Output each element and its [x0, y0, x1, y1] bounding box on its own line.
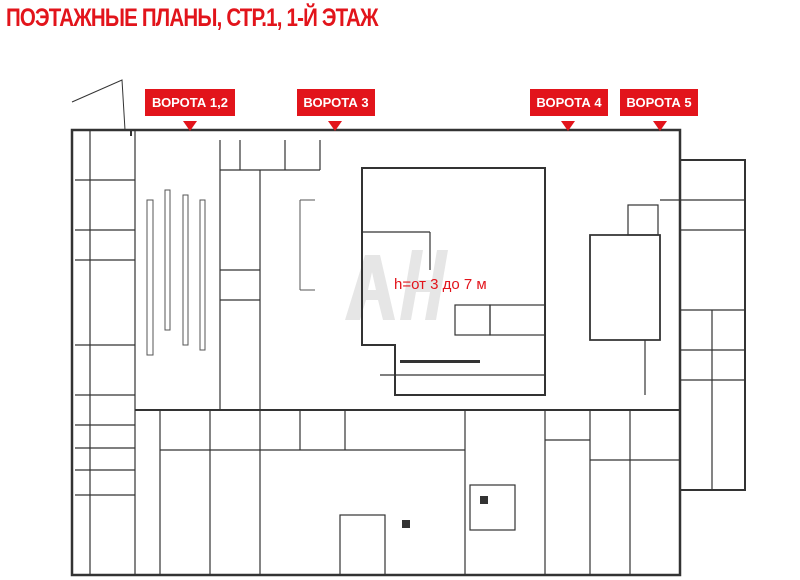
- page-title: ПОЭТАЖНЫЕ ПЛАНЫ, СТР.1, 1-Й ЭТАЖ: [6, 4, 379, 32]
- gate-1-2-label: ВОРОТА 1,2: [145, 89, 235, 116]
- gate-1-2-arrow-icon: [183, 121, 197, 131]
- watermark-logo: [345, 250, 448, 320]
- gate-3-arrow-icon: [328, 121, 342, 131]
- ceiling-height-note: h=от 3 до 7 м: [394, 276, 487, 293]
- gate-5-label: ВОРОТА 5: [620, 89, 698, 116]
- gate-3-label: ВОРОТА 3: [297, 89, 375, 116]
- gate-4-label: ВОРОТА 4: [530, 89, 608, 116]
- gate-4-arrow-icon: [561, 121, 575, 131]
- gate-5-arrow-icon: [653, 121, 667, 131]
